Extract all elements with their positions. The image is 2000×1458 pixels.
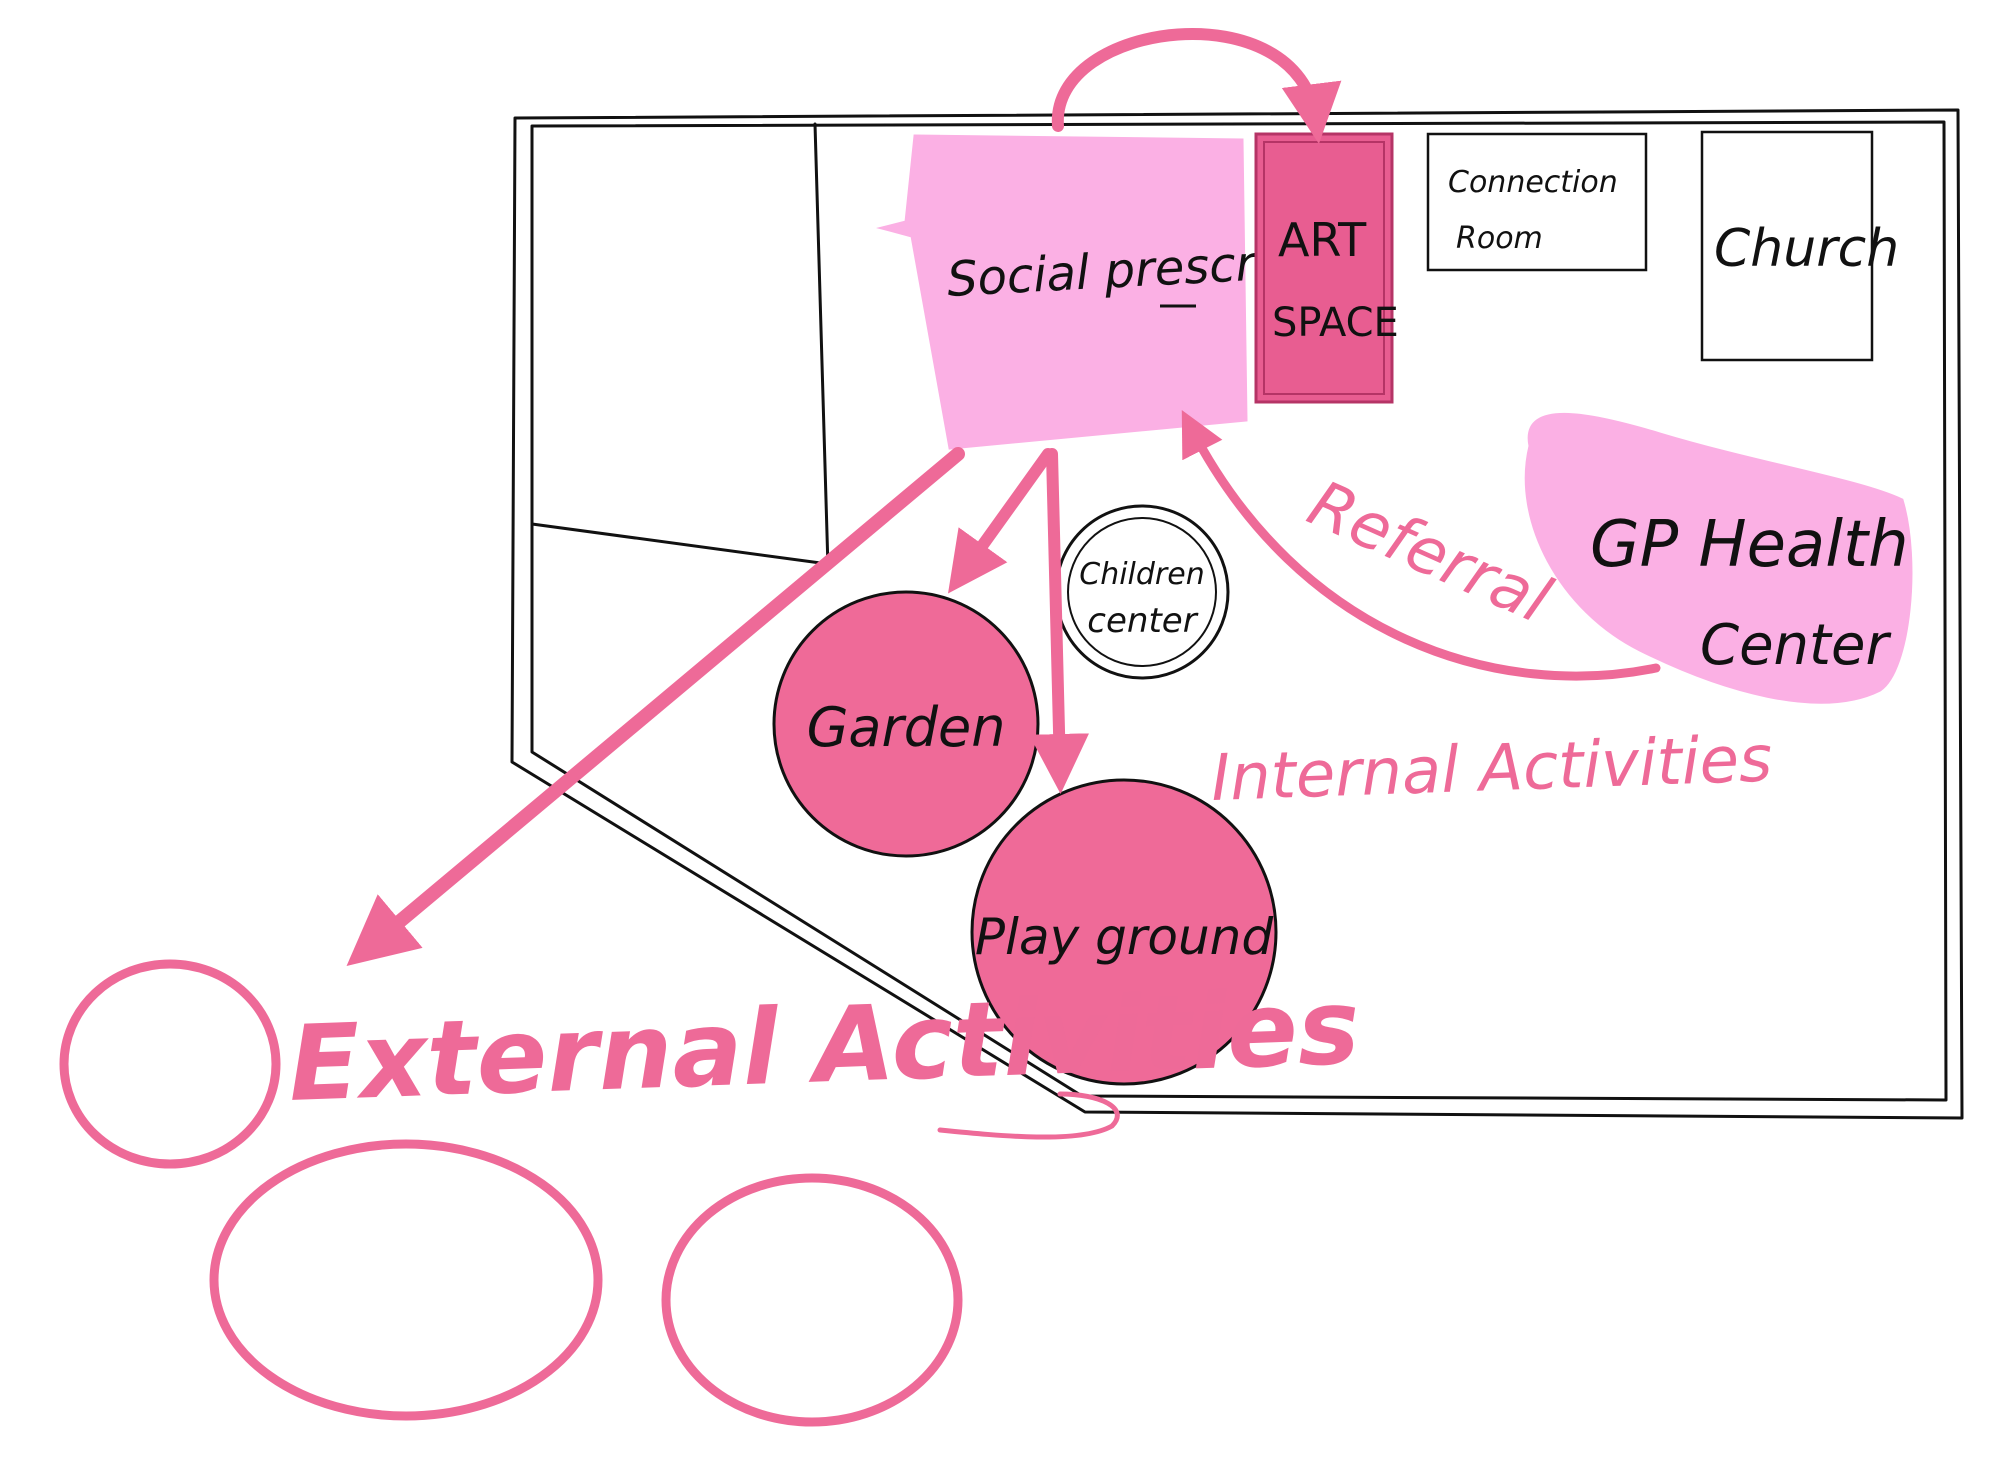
external-activity-bubble-1 bbox=[59, 959, 281, 1169]
art-space-room: ART SPACE bbox=[1254, 132, 1399, 404]
church-label: Church bbox=[1714, 219, 1899, 279]
external-activities-underline bbox=[937, 1091, 1120, 1140]
referral-arrow bbox=[1181, 409, 1661, 681]
garden-label: Garden bbox=[807, 696, 1006, 759]
internal-activities-label: Internal Activities bbox=[1210, 722, 1773, 816]
art-space-label-line2: SPACE bbox=[1272, 300, 1399, 346]
arrow-to-playground bbox=[1029, 448, 1090, 794]
church-room: Church bbox=[1700, 130, 1899, 362]
referral-label: Referral bbox=[1297, 467, 1561, 639]
external-activity-bubble-2 bbox=[209, 1139, 603, 1421]
gp-health-center-label-line2: Center bbox=[1700, 613, 1891, 678]
arrow-to-garden bbox=[948, 448, 1054, 594]
external-activity-bubble-3 bbox=[661, 1173, 963, 1427]
art-space-label-line1: ART bbox=[1278, 213, 1367, 267]
external-activity-bubbles bbox=[59, 959, 963, 1427]
garden-zone: Garden bbox=[772, 590, 1040, 858]
children-center-label-line1: Children bbox=[1079, 557, 1204, 592]
connection-room: Connection Room bbox=[1426, 132, 1648, 272]
arrow-to-external-activities bbox=[346, 447, 965, 966]
gp-health-center-label-line1: GP Health bbox=[1590, 508, 1909, 582]
building-outline bbox=[510, 108, 1964, 1120]
connection-room-label-line2: Room bbox=[1456, 221, 1543, 256]
activity-arrows bbox=[346, 447, 1090, 966]
connection-room-label-line1: Connection bbox=[1448, 165, 1618, 200]
children-center-label-line2: center bbox=[1087, 601, 1198, 641]
arc-arrow-to-art-space bbox=[1051, 28, 1342, 144]
playground-zone: Play ground bbox=[970, 778, 1278, 1086]
gp-health-center-zone: GP Health Center bbox=[1524, 412, 1913, 704]
playground-label: Play ground bbox=[975, 908, 1273, 966]
children-center-zone: Children center bbox=[1054, 504, 1230, 680]
external-activities-label: External Activities bbox=[287, 966, 1362, 1125]
